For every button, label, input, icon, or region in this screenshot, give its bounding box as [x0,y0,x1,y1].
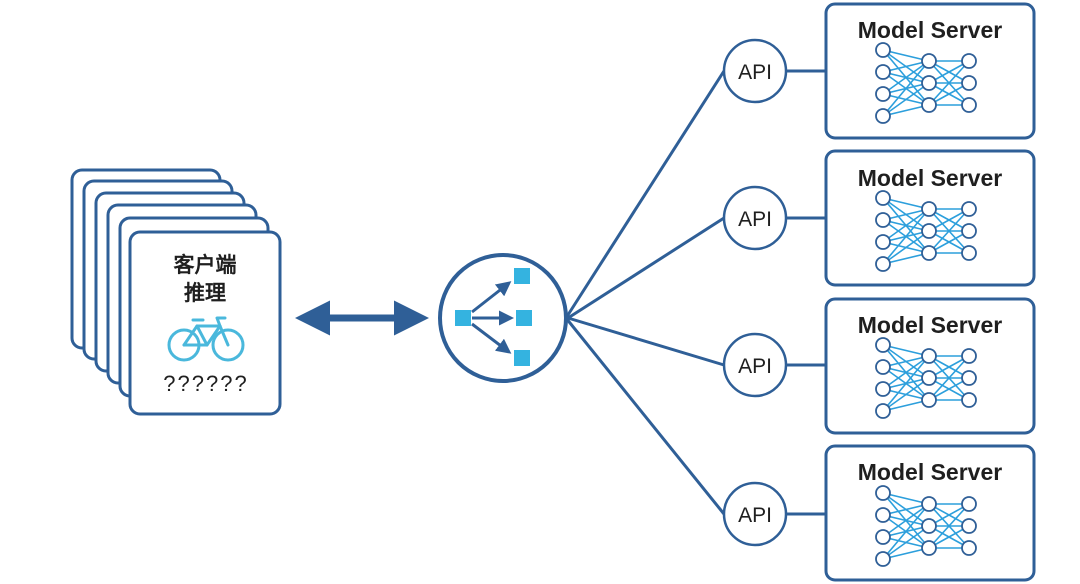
model-server-title: Model Server [858,312,1002,338]
model-server-4: Model Server [824,444,1036,582]
router-distribute-icon [438,253,568,383]
client-title-line2: 推理 [184,281,226,305]
model-server-2: Model Server [824,149,1036,287]
neural-network-icon [875,485,977,567]
model-server-title: Model Server [858,165,1002,191]
api-label: API [738,208,772,231]
model-server-title: Model Server [858,17,1002,43]
neural-network-icon [875,337,977,419]
api-node-3: API [722,332,788,398]
api-node-2: API [722,185,788,251]
api-server-connectors [786,69,826,516]
api-node-4: API [722,481,788,547]
bicycle-icon [167,316,245,362]
unknown-label: ?????? [163,371,248,396]
api-label: API [738,504,772,527]
neural-network-icon [875,190,977,272]
client-title-line1: 客户端 [174,253,237,277]
api-label: API [738,355,772,378]
connection-line-4 [564,317,726,515]
connection-lines [564,70,726,515]
model-server-1: Model Server [824,2,1036,140]
model-server-title: Model Server [858,459,1002,485]
connection-line-1 [564,70,726,319]
api-node-1: API [722,38,788,104]
connection-line-3 [567,316,725,367]
client-card-stack: 客户端 推理 ?????? [70,168,282,416]
connection-line-2 [567,216,725,320]
model-server-3: Model Server [824,297,1036,435]
api-label: API [738,61,772,84]
neural-network-icon [875,42,977,124]
client-card-front [128,230,282,416]
